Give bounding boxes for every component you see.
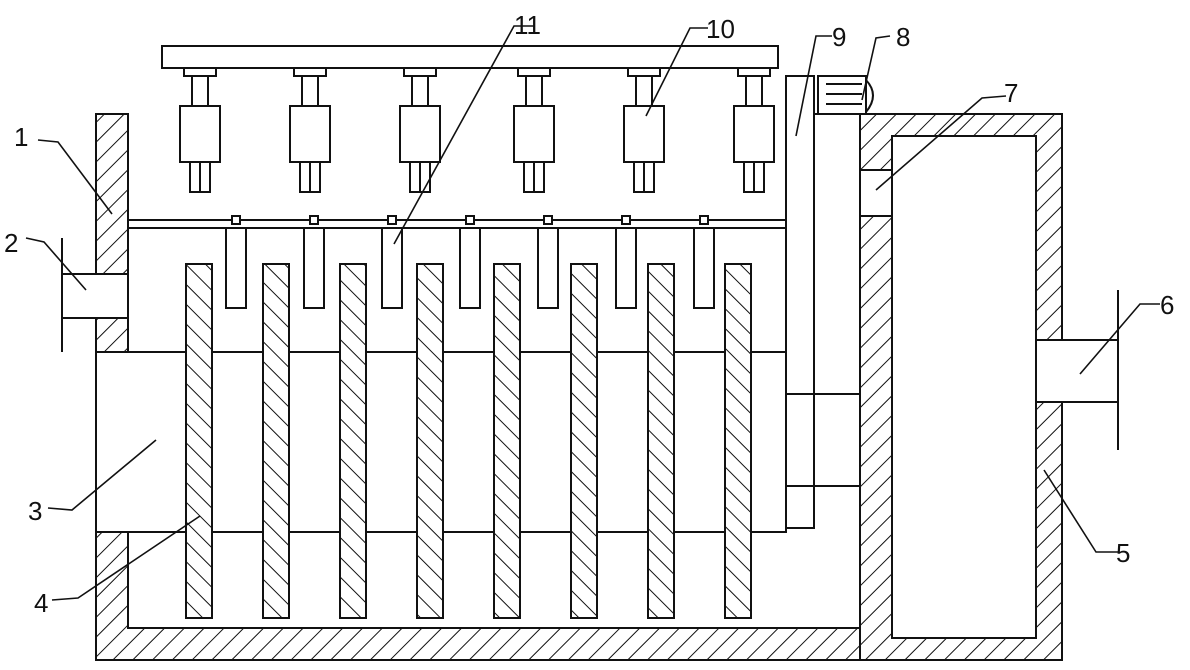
drip-tube	[459, 215, 481, 309]
callout-labels: 1 2 3 4 5 6 7 8 9 10 11	[4, 10, 1174, 618]
drip-tube	[225, 215, 247, 309]
drip-tube	[615, 215, 637, 309]
label-4: 4	[34, 588, 48, 618]
outlet-pipe	[1035, 339, 1119, 403]
label-7: 7	[1004, 78, 1018, 108]
vertical-plate	[493, 263, 521, 619]
motor	[817, 75, 874, 115]
top-mount-plate	[161, 45, 779, 69]
nozzle-unit	[179, 67, 221, 193]
vertical-plate	[185, 263, 213, 619]
leader-lines	[25, 25, 1160, 601]
drip-tube	[303, 215, 325, 309]
nozzle-unit	[513, 67, 555, 193]
right-box-inner	[891, 135, 1037, 639]
nozzle-unit	[623, 67, 665, 193]
label-9: 9	[832, 22, 846, 52]
vertical-plate	[570, 263, 598, 619]
label-1: 1	[14, 122, 28, 152]
vertical-plate	[416, 263, 444, 619]
channel-guide	[813, 113, 861, 487]
vertical-plate	[647, 263, 675, 619]
drip-tube	[381, 215, 403, 309]
vertical-plate	[339, 263, 367, 619]
inlet-pipe	[61, 273, 129, 319]
label-3: 3	[28, 496, 42, 526]
label-2: 2	[4, 228, 18, 258]
nozzle-unit	[289, 67, 331, 193]
drip-tube	[693, 215, 715, 309]
vertical-channel	[785, 75, 815, 529]
label-8: 8	[896, 22, 910, 52]
divider-opening	[859, 169, 893, 217]
nozzle-unit	[399, 67, 441, 193]
label-10: 10	[706, 14, 735, 44]
drip-tube	[537, 215, 559, 309]
vertical-plate	[262, 263, 290, 619]
vertical-plate	[724, 263, 752, 619]
label-5: 5	[1116, 538, 1130, 568]
label-11: 11	[514, 10, 541, 40]
label-6: 6	[1160, 290, 1174, 320]
nozzle-unit	[733, 67, 775, 193]
